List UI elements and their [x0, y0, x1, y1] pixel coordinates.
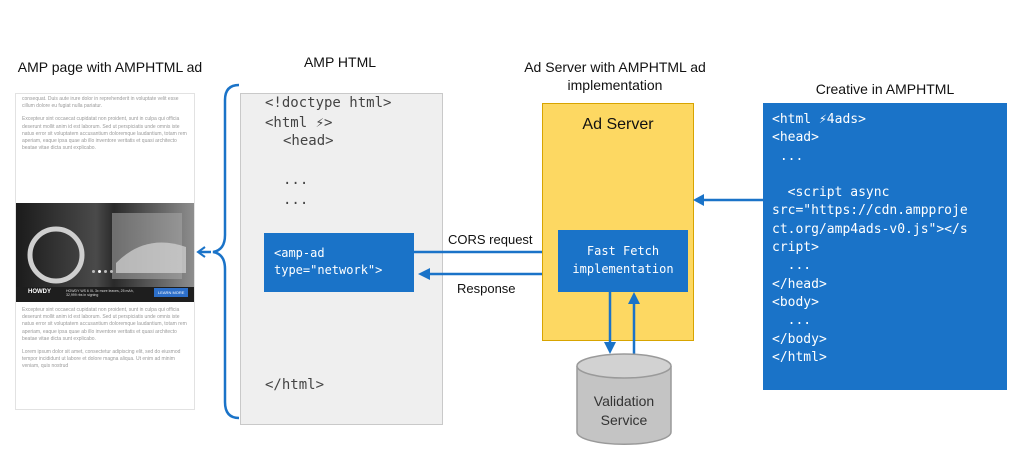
page-paragraph: Lorem ipsum dolor sit amet, consectetur … — [22, 349, 181, 370]
creative-code-line: </head> — [772, 276, 827, 292]
creative-code-line: <head> — [772, 130, 819, 146]
creative-code: <html ⚡4ads> <head> ... <script async src=… — [763, 103, 1007, 367]
fast-fetch-line1: Fast Fetch — [586, 244, 660, 258]
code-ellipsis: ... — [283, 192, 309, 208]
creative-code-line: </html> — [772, 349, 827, 365]
ad-server-title-line2: implementation — [567, 77, 663, 93]
ad-copy: HOWDY WS 6 XL 3x more leaves, 25 mAh, 32… — [66, 289, 134, 297]
response-label: Response — [457, 281, 516, 296]
validation-label-line2: Service — [600, 412, 648, 428]
creative-code-line: ... — [772, 313, 812, 329]
page-paragraph: Excepteur sint occaecat cupidatat non pr… — [22, 116, 187, 152]
validation-arrows — [604, 292, 640, 356]
creative-code-box: <html ⚡4ads> <head> ... <script async src=… — [763, 103, 1007, 390]
amp-page-title: AMP page with AMPHTML ad — [17, 59, 203, 75]
code-ellipsis: ... — [283, 172, 309, 188]
carousel-dot[interactable] — [92, 270, 95, 273]
ad-footer-bar: HOWDY HOWDY WS 6 XL 3x more leaves, 25 m… — [16, 287, 194, 302]
ad-brand-logo: HOWDY — [28, 289, 51, 295]
creative-code-line: <body> — [772, 294, 819, 310]
creative-code-line: cript> — [772, 240, 819, 256]
fast-fetch-box: Fast Fetch implementation — [558, 230, 688, 292]
creative-code-line: ct.org/amp4ads-v0.js"></s — [772, 221, 968, 237]
creative-title: Creative in AMPHTML — [815, 81, 955, 97]
validation-label-line1: Validation — [593, 393, 655, 409]
ad-server-box: Ad Server — [542, 103, 694, 341]
ad-server-heading: Ad Server — [582, 116, 654, 133]
brace-connector — [196, 83, 240, 420]
code-doctype: <!doctype html> — [265, 95, 392, 111]
amp-ad-box: <amp-ad type="network"> — [264, 233, 414, 292]
carousel-dot[interactable] — [110, 270, 113, 273]
amp-page-mockup: consequat. Duis aute irure dolor in repr… — [15, 93, 195, 410]
code-html-close: </html> — [265, 377, 325, 393]
fast-fetch-line2: implementation — [572, 262, 674, 276]
creative-code-line — [772, 166, 1007, 184]
creative-code-line: </body> — [772, 331, 827, 347]
creative-code-line: <html ⚡4ads> — [772, 112, 866, 127]
page-paragraph: consequat. Duis aute irure dolor in repr… — [22, 96, 179, 110]
page-paragraph: Excepteur sint occaecat cupidatat non pr… — [22, 307, 187, 342]
amp-ad-line1: <amp-ad — [274, 246, 325, 260]
validation-service-cylinder — [576, 353, 672, 446]
cors-request-label: CORS request — [448, 232, 533, 247]
carousel-dot[interactable] — [104, 270, 107, 273]
amp-html-title: AMP HTML — [303, 54, 377, 70]
car-interior-graphic — [27, 213, 186, 284]
creative-code-line: src="https://cdn.ampproje — [772, 203, 968, 219]
code-html-open: <html ⚡> — [265, 115, 333, 131]
ad-car-image — [16, 203, 194, 295]
creative-to-server-arrow — [693, 194, 764, 206]
learn-more-button[interactable]: LEARN MORE — [154, 288, 189, 297]
carousel-dot[interactable] — [98, 270, 101, 273]
ad-server-title-line1: Ad Server with AMPHTML ad — [524, 59, 706, 75]
code-head: <head> — [283, 133, 334, 149]
creative-code-line: <script async — [772, 185, 890, 201]
creative-code-line: ... — [772, 148, 804, 164]
creative-code-line: ... — [772, 258, 812, 274]
amp-ad-line2: type="network"> — [274, 263, 383, 277]
